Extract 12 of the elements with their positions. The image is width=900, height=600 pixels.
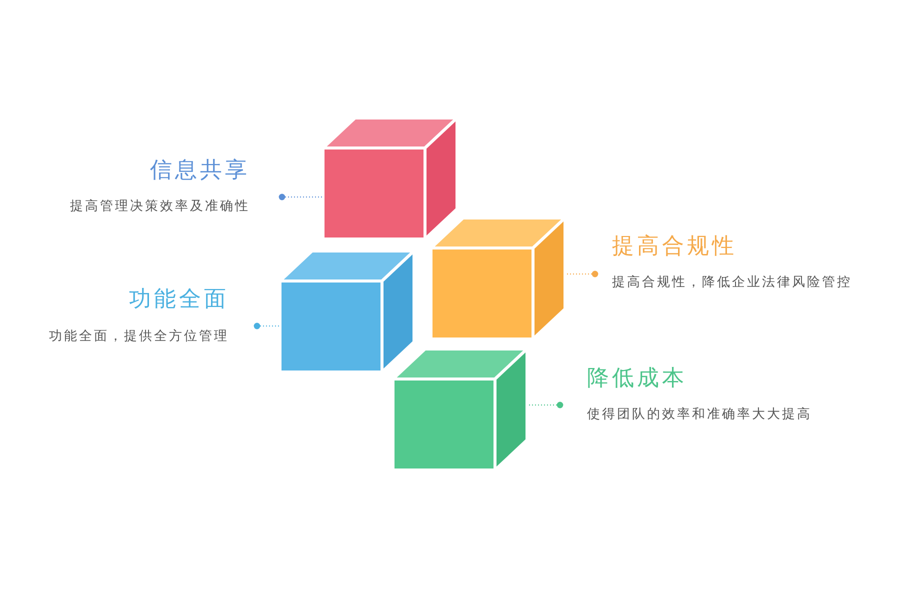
heading: 信息共享 xyxy=(150,158,250,184)
leader-line xyxy=(278,194,322,200)
description-text: 提高合规性，降低企业法律风险管控 xyxy=(612,275,852,291)
heading: 功能全面 xyxy=(129,287,229,313)
heading: 降低成本 xyxy=(587,366,687,392)
description-text: 提高管理决策效率及准确性 xyxy=(70,199,250,215)
leader-line xyxy=(254,322,280,330)
heading: 提高合规性 xyxy=(612,234,737,260)
leader-line xyxy=(566,270,598,278)
description-text: 功能全面，提供全方位管理 xyxy=(49,329,229,345)
leader-line xyxy=(528,402,564,408)
description-text: 使得团队的效率和准确率大大提高 xyxy=(587,407,812,423)
